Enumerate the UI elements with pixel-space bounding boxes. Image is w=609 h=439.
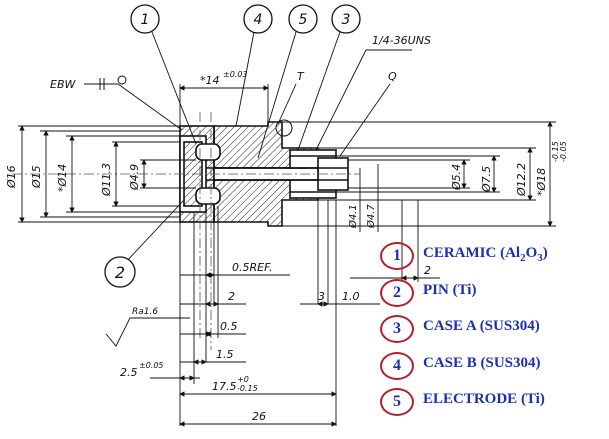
dim-17-5-tol-lower: -0.15: [237, 384, 258, 393]
parts-legend: 1 CERAMIC (Al2O3) 2 PIN (Ti) 3 CASE A (S…: [380, 242, 605, 425]
dim-d4-9: Ø4.9: [128, 164, 141, 191]
legend-label: ELECTRODE (Ti): [423, 391, 545, 407]
detail-q-label: Q: [388, 70, 397, 83]
roughness-callout: Ra1.6: [132, 307, 158, 317]
dim-top-width: *14: [200, 74, 220, 87]
dim-17-5: 17.5: [212, 380, 237, 393]
dim-d4-7: Ø4.7: [365, 204, 377, 229]
pin-slot-lower: [195, 187, 221, 205]
balloon-2-label: 2: [115, 263, 125, 282]
dim-d14: *Ø14: [56, 164, 69, 192]
balloon-2: [104, 256, 136, 288]
legend-label: CERAMIC (Al2O3): [423, 245, 548, 264]
balloon-3: [331, 4, 361, 34]
dim-d18-tol-upper: -0.05: [559, 141, 568, 162]
legend-number-badge: 5: [380, 388, 414, 416]
legend-number-badge: 1: [380, 242, 414, 270]
dim-2-5: 2.5: [120, 366, 138, 379]
dim-17-5-tol-upper: +0: [237, 375, 249, 384]
dim-2-bottom: 2: [228, 290, 235, 303]
legend-label: CASE B (SUS304): [423, 354, 541, 371]
weld-callout: EBW: [50, 78, 76, 91]
legend-label: CASE A (SUS304): [423, 318, 540, 334]
dimension-lines: [18, 31, 556, 427]
dim-d12-2: Ø12.2: [515, 163, 528, 197]
legend-label: PIN (Ti): [423, 281, 477, 298]
dim-26-overall: 26: [252, 410, 266, 423]
legend-number-badge: 2: [380, 278, 414, 307]
dim-d11-3: Ø11.3: [100, 163, 113, 197]
balloon-1: [130, 4, 160, 34]
legend-item-pin: 2 PIN (Ti): [380, 278, 605, 316]
legend-item-case-b: 4 CASE B (SUS304): [380, 351, 605, 389]
balloon-4-label: 4: [254, 12, 263, 28]
dim-d15: Ø15: [30, 165, 43, 189]
balloon-5-label: 5: [299, 12, 308, 28]
dim-1-0: 1.0: [342, 290, 360, 303]
dim-2-5-tol: ±0.05: [139, 361, 164, 370]
dim-2-right: 2: [424, 264, 431, 277]
weld-symbol-icon: [117, 75, 127, 85]
part-balloons: 1 4 5 3 2: [104, 4, 361, 288]
dim-d7-5: Ø7.5: [480, 166, 493, 193]
legend-number-badge: 4: [380, 351, 414, 380]
detail-t-circle: [275, 119, 293, 137]
legend-number-badge: 3: [380, 315, 414, 343]
dim-d4-1: Ø4.1: [347, 204, 359, 229]
dim-0-5: 0.5: [220, 320, 238, 333]
detail-t-label: T: [297, 70, 305, 83]
balloon-5: [288, 4, 318, 34]
balloon-4: [243, 4, 273, 34]
legend-item-case-a: 3 CASE A (SUS304): [380, 315, 605, 352]
dimension-texts: *14 ±0.03 Ø16 Ø15 *Ø14 Ø11.3 Ø4.9 Ø5.4 Ø…: [5, 70, 568, 423]
legend-item-electrode: 5 ELECTRODE (Ti): [380, 388, 605, 425]
legend-item-ceramic: 1 CERAMIC (Al2O3): [380, 242, 605, 279]
dim-1-5: 1.5: [216, 348, 234, 361]
thread-callout: 1/4-36UNS: [372, 34, 431, 47]
balloon-1-label: 1: [141, 12, 150, 28]
dim-3: 3: [318, 290, 325, 303]
balloon-3-label: 3: [342, 12, 351, 28]
dim-d18: *Ø18: [535, 168, 548, 196]
dim-0-5-ref: 0.5REF.: [232, 261, 273, 274]
dim-d18-tol-lower: -0.15: [551, 141, 560, 162]
pin-slot-upper: [195, 143, 221, 161]
dim-d5-4: Ø5.4: [450, 164, 463, 191]
dim-d16: Ø16: [5, 165, 18, 189]
dim-top-width-tol: ±0.03: [223, 70, 248, 79]
